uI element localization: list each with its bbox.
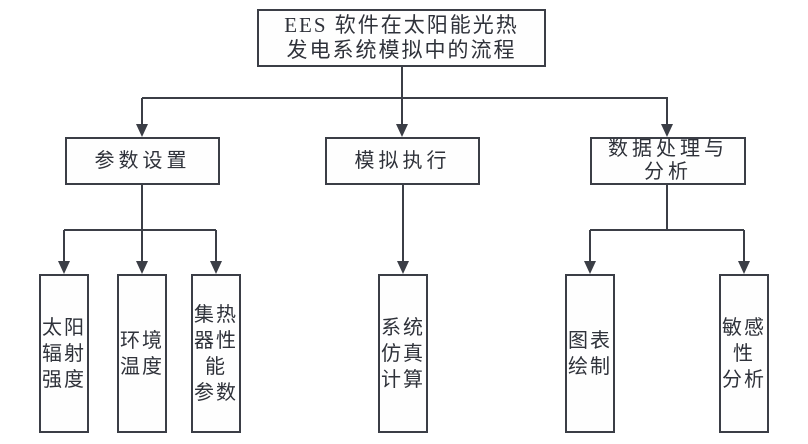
- chart-drawing-label: 图表 绘制: [568, 329, 612, 378]
- node-collector-performance-parameters: 集热 器性 能 参数: [191, 274, 241, 433]
- node-sensitivity-analysis: 敏感 性 分析: [719, 274, 769, 433]
- node-parameter-setting: 参数设置: [65, 137, 220, 185]
- data-processing-analysis-label: 数据处理与 分析: [608, 138, 728, 183]
- root-title-label: EES 软件在太阳能光热 发电系统模拟中的流程: [284, 13, 519, 62]
- node-root-title: EES 软件在太阳能光热 发电系统模拟中的流程: [257, 9, 546, 67]
- simulation-execution-label: 模拟执行: [354, 149, 451, 172]
- node-chart-drawing: 图表 绘制: [565, 274, 615, 433]
- parameter-setting-label: 参数设置: [94, 149, 191, 172]
- system-simulation-calculation-label: 系统 仿真 计算: [381, 316, 425, 391]
- node-solar-radiation-intensity: 太阳 辐射 强度: [39, 274, 89, 433]
- node-data-processing-analysis: 数据处理与 分析: [590, 137, 746, 185]
- solar-radiation-intensity-label: 太阳 辐射 强度: [42, 316, 86, 391]
- ambient-temperature-label: 环境 温度: [120, 329, 164, 378]
- collector-performance-parameters-label: 集热 器性 能 参数: [194, 303, 238, 404]
- node-system-simulation-calculation: 系统 仿真 计算: [378, 274, 428, 433]
- node-simulation-execution: 模拟执行: [325, 137, 480, 185]
- sensitivity-analysis-label: 敏感 性 分析: [722, 316, 766, 391]
- node-ambient-temperature: 环境 温度: [117, 274, 167, 433]
